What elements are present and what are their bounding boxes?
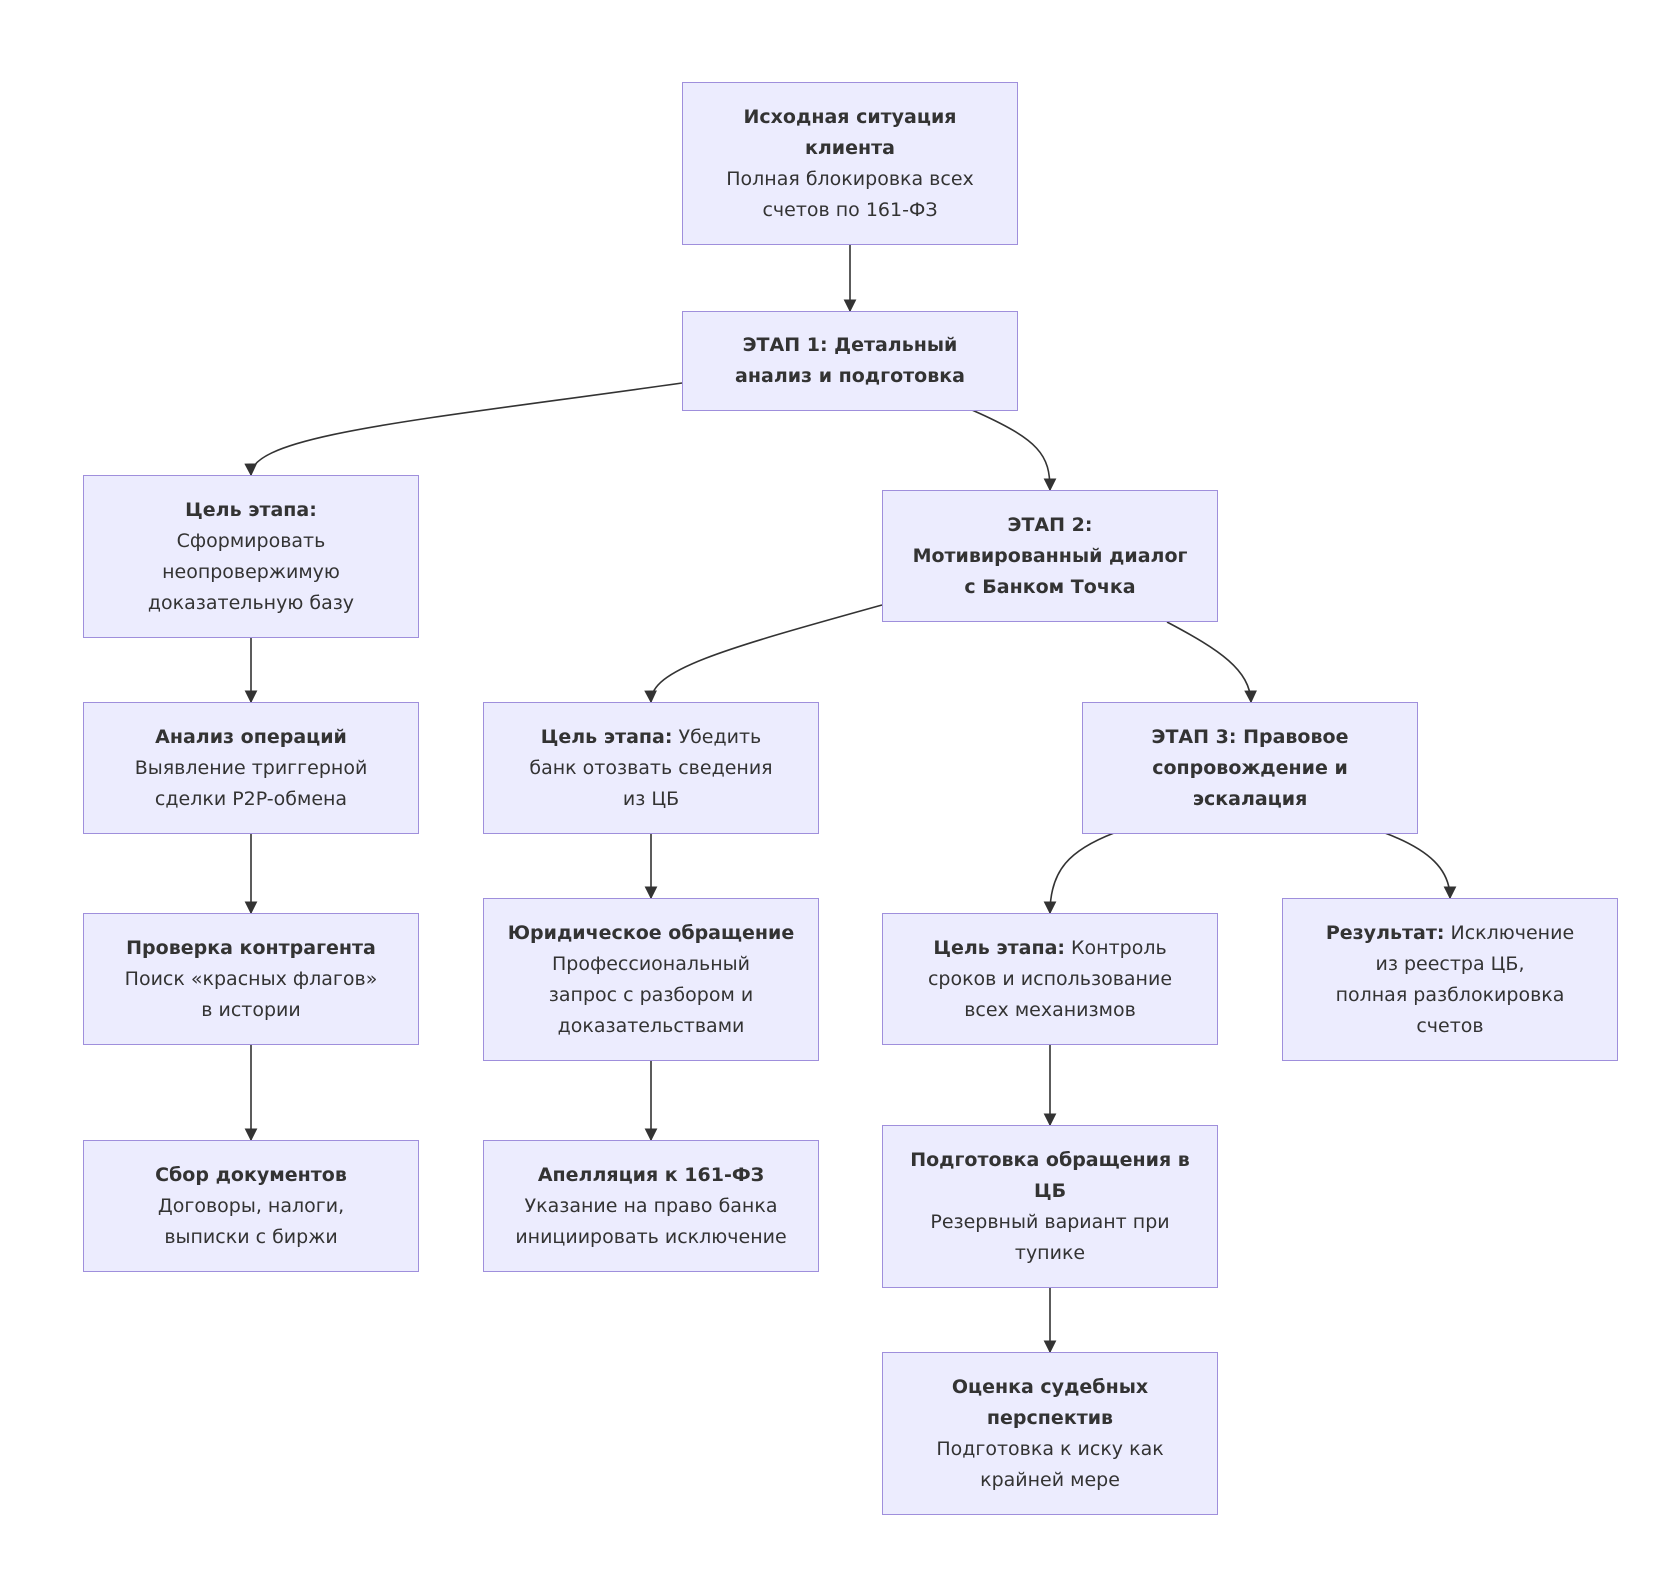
node-result-text-3: счетов [1416, 1014, 1484, 1037]
node-goal1-text-1: Сформировать [176, 529, 326, 552]
node-result-label: Результат: [1325, 921, 1445, 944]
node-analysis-text-2: сделки P2P-обмена [154, 787, 348, 810]
node-appeal-title: Апелляция к 161-ФЗ [537, 1163, 765, 1186]
node-goal1-text-3: доказательную базу [147, 591, 355, 614]
edge-stage2-stage3 [1166, 621, 1258, 704]
node-stage1-goal: Цель этапа: Сформировать неопровержимую … [83, 475, 419, 638]
node-result-text-2: полная разблокировка [1335, 983, 1565, 1006]
node-goal3-line-1: Цель этапа: Контроль [933, 933, 1166, 964]
node-stage-3: ЭТАП 3: Правовое сопровождение и эскалац… [1082, 702, 1418, 834]
node-goal3-text-1: сроков и использование [927, 967, 1173, 990]
node-court-assessment: Оценка судебных перспектив Подготовка к … [882, 1352, 1218, 1515]
node-result-label-rest: Исключение [1444, 921, 1575, 944]
node-docs-text-1: Договоры, налоги, [157, 1194, 345, 1217]
node-goal2-line-1: Цель этапа: Убедить [541, 722, 761, 753]
node-analysis-text-1: Выявление триггерной [134, 756, 368, 779]
node-court-text-1: Подготовка к иску как [936, 1437, 1164, 1460]
node-docs-title: Сбор документов [155, 1163, 347, 1186]
node-goal1-text-2: неопровержимую [162, 560, 340, 583]
node-result: Результат: Исключение из реестра ЦБ, пол… [1282, 898, 1618, 1061]
node-stage3-title-2: сопровождение и [1152, 756, 1348, 779]
node-cb-request-prep: Подготовка обращения в ЦБ Резервный вари… [882, 1125, 1218, 1288]
edge-stage3-result [1384, 832, 1457, 900]
node-goal3-label-rest: Контроль [1065, 936, 1167, 959]
node-goal3-label: Цель этапа: [933, 936, 1066, 959]
node-stage3-goal: Цель этапа: Контроль сроков и использова… [882, 913, 1218, 1045]
edge-stage2-goal2 [644, 604, 883, 704]
node-stage2-goal: Цель этапа: Убедить банк отозвать сведен… [483, 702, 819, 834]
node-legal-title: Юридическое обращение [507, 921, 795, 944]
node-appeal-161fz: Апелляция к 161-ФЗ Указание на право бан… [483, 1140, 819, 1272]
node-goal3-text-2: всех механизмов [964, 998, 1136, 1021]
node-initial-title-2: клиента [805, 136, 895, 159]
node-cbprep-text-1: Резервный вариант при [930, 1210, 1170, 1233]
node-initial-title-1: Исходная ситуация [743, 105, 957, 128]
node-goal2-text-2: из ЦБ [622, 787, 680, 810]
node-initial-text-2: счетов по 161-ФЗ [762, 198, 938, 221]
node-stage-2: ЭТАП 2: Мотивированный диалог с Банком Т… [882, 490, 1218, 622]
node-goal1-title: Цель этапа: [185, 498, 317, 521]
node-court-text-2: крайней мере [980, 1468, 1120, 1491]
node-operations-analysis: Анализ операций Выявление триггерной сде… [83, 702, 419, 834]
node-stage2-title-1: ЭТАП 2: [1007, 513, 1093, 536]
node-cbprep-title-1: Подготовка обращения в [910, 1148, 1190, 1171]
node-stage1-title-1: ЭТАП 1: Детальный [742, 334, 958, 356]
node-stage2-title-2: Мотивированный диалог [912, 544, 1188, 567]
node-goal2-label-rest: Убедить [672, 725, 762, 748]
node-stage2-title-3: с Банком Точка [964, 575, 1136, 598]
node-appeal-text-1: Указание на право банка [524, 1194, 778, 1217]
node-legal-text-2: запрос с разбором и [548, 983, 754, 1006]
node-check-text-1: Поиск «красных флагов» [124, 967, 378, 990]
node-check-title: Проверка контрагента [126, 936, 376, 959]
node-stage3-title-3: эскалация [1192, 787, 1308, 810]
node-result-line-1: Результат: Исключение [1326, 918, 1574, 949]
node-stage1-title-2: анализ и подготовка [735, 365, 965, 387]
node-initial-situation: Исходная ситуация клиента Полная блокиро… [682, 82, 1018, 245]
node-stage3-title-1: ЭТАП 3: Правовое [1151, 725, 1349, 748]
node-legal-text-1: Профессиональный [552, 952, 750, 975]
node-legal-request: Юридическое обращение Профессиональный з… [483, 898, 819, 1061]
edge-stage1-goal1 [244, 382, 683, 477]
node-docs-text-2: выписки с биржи [164, 1225, 338, 1248]
node-check-text-2: в истории [201, 998, 301, 1021]
node-analysis-title: Анализ операций [155, 725, 347, 748]
edge-stage3-goal3 [1043, 832, 1115, 915]
node-result-text-1: из реестра ЦБ, [1375, 952, 1525, 975]
edge-stage1-stage2 [971, 409, 1057, 492]
node-court-title-1: Оценка судебных [951, 1375, 1149, 1398]
node-goal2-text-1: банк отозвать сведения [529, 756, 773, 779]
node-stage-1: ЭТАП 1: Детальный анализ и подготовка [682, 311, 1018, 411]
node-cbprep-title-2: ЦБ [1033, 1179, 1067, 1202]
node-legal-text-3: доказательствами [557, 1014, 745, 1037]
node-counterparty-check: Проверка контрагента Поиск «красных флаг… [83, 913, 419, 1045]
node-appeal-text-2: инициировать исключение [515, 1225, 787, 1248]
node-initial-text-1: Полная блокировка всех [726, 167, 974, 190]
node-document-collection: Сбор документов Договоры, налоги, выписк… [83, 1140, 419, 1272]
node-court-title-2: перспектив [986, 1406, 1114, 1429]
node-goal2-label: Цель этапа: [540, 725, 673, 748]
node-cbprep-text-2: тупике [1014, 1241, 1086, 1264]
